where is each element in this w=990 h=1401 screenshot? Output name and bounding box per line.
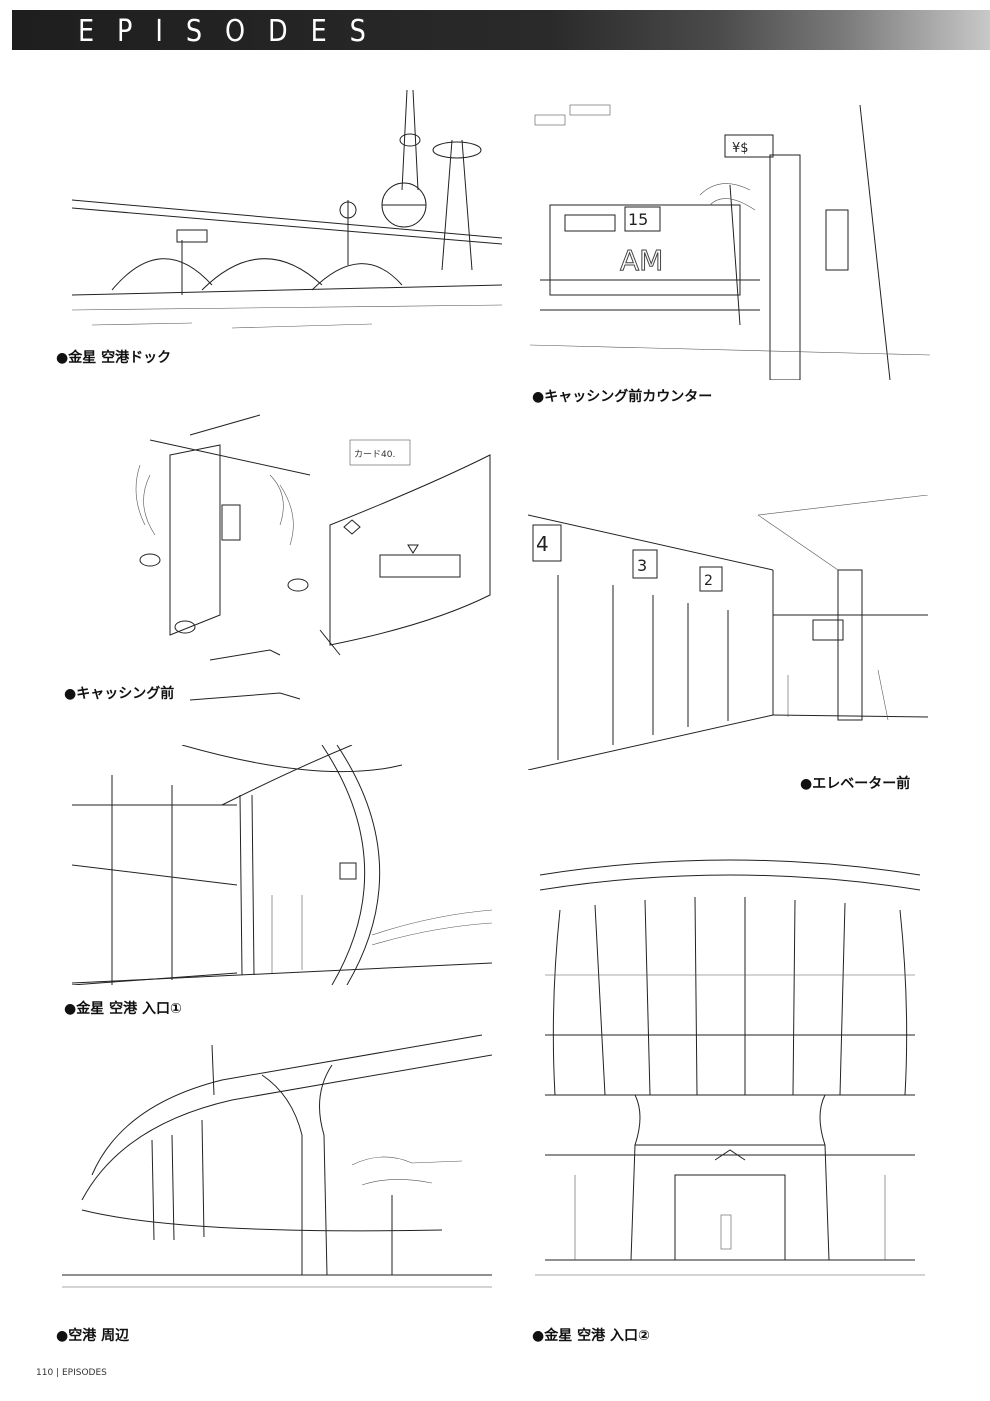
caption-airport-dock: ●金星 空港ドック (56, 350, 172, 366)
header-bar: EPISODES (12, 10, 990, 50)
caption-airport-entrance-1: ●金星 空港 入口① (64, 1001, 182, 1017)
sign-counter-number: 15 (628, 210, 648, 229)
footer-separator: | (56, 1368, 62, 1378)
sketch-airport-dock (72, 80, 502, 345)
footer-section: EPISODES (61, 1368, 107, 1378)
caption-cashing-counter: ●キャッシング前カウンター (532, 389, 713, 405)
sign-floor-2: 2 (704, 573, 713, 589)
sign-floor-3: 3 (637, 556, 647, 575)
sketch-airport-entrance-2 (535, 855, 925, 1305)
caption-elevator-front: ●エレベーター前 (800, 776, 911, 792)
sketch-cashing-counter: ¥$ 15 AM (530, 95, 930, 380)
sketch-airport-entrance-1 (72, 745, 492, 985)
page-title: EPISODES (78, 14, 389, 49)
sketch-cashing-front: カード40. (130, 395, 510, 705)
page-number: 110 (36, 1368, 54, 1378)
sketch-elevator-front: 4 3 2 (528, 495, 938, 770)
caption-airport-surroundings: ●空港 周辺 (56, 1328, 130, 1344)
note-card: カード40. (354, 449, 395, 460)
caption-cashing-front: ●キャッシング前 (64, 686, 175, 702)
page-footer: 110 | EPISODES (36, 1368, 107, 1378)
sign-floor-4: 4 (536, 532, 549, 556)
sketch-airport-surroundings (62, 1025, 492, 1295)
sign-counter-letters: AM (620, 244, 663, 277)
caption-airport-entrance-2: ●金星 空港 入口② (532, 1328, 650, 1344)
sign-currency: ¥$ (732, 141, 749, 156)
